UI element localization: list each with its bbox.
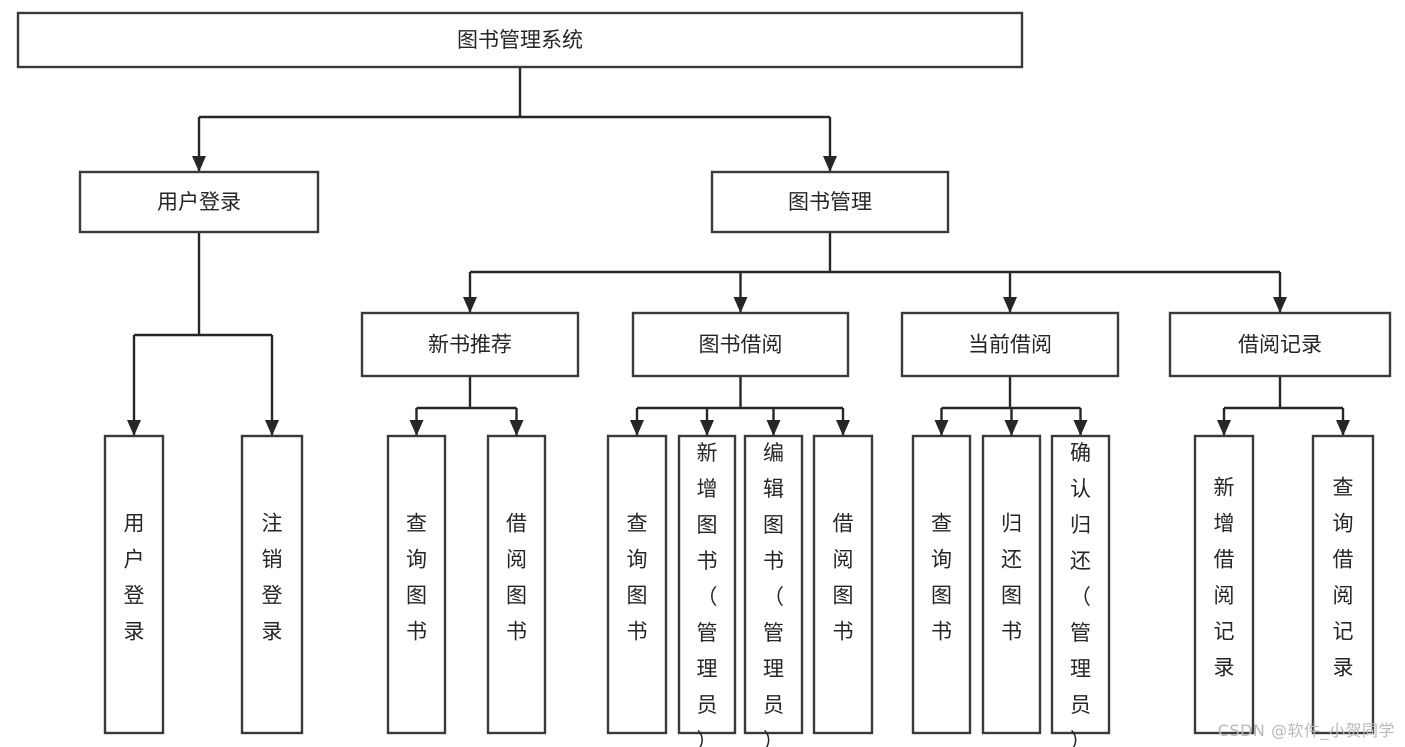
level1-node-1-box[interactable] (710, 170, 950, 234)
leaf-node-0[interactable]: 用户登录 (103, 434, 165, 735)
leaf-node-3[interactable]: 借阅图书 (486, 434, 547, 735)
connector-arrowhead (509, 420, 524, 436)
level2-node-2[interactable]: 当前借阅 (900, 311, 1120, 378)
leaf-node-0-label: 用户登录 (124, 512, 145, 644)
level1-node-1-label: 图书管理 (788, 190, 872, 214)
leaf-node-8[interactable]: 查询图书 (911, 434, 972, 735)
level1-node-0-label: 用户登录 (157, 190, 241, 214)
connector-arrowhead (823, 156, 837, 172)
connector-arrowhead (934, 420, 949, 436)
connector-arrowhead (127, 420, 141, 436)
level2-node-1-box[interactable] (631, 311, 850, 378)
leaf-node-11-label: 新增借阅记录 (1214, 476, 1235, 680)
leaf-node-5[interactable]: 新增图书（管理员） (677, 434, 737, 747)
leaf-node-3-box[interactable] (486, 434, 547, 735)
level2-node-0-box[interactable] (360, 311, 580, 378)
level2-node-3-label: 借阅记录 (1238, 333, 1322, 357)
connector-arrowhead (766, 420, 781, 436)
root-node-box[interactable] (16, 11, 1024, 69)
connector-arrowhead (700, 420, 714, 436)
connector-arrowhead (192, 156, 206, 172)
leaf-node-8-label: 查询图书 (931, 512, 952, 644)
connector-arrowhead (733, 297, 748, 313)
level2-node-2-label: 当前借阅 (968, 333, 1052, 357)
leaf-node-11[interactable]: 新增借阅记录 (1193, 434, 1255, 735)
leaf-node-2-box[interactable] (386, 434, 447, 735)
connector-arrowhead (463, 297, 477, 313)
root-node[interactable]: 图书管理系统 (16, 11, 1024, 69)
leaf-node-9-box[interactable] (981, 434, 1042, 735)
level2-node-1-label: 图书借阅 (699, 333, 783, 357)
leaf-node-1-box[interactable] (240, 434, 304, 735)
leaf-node-6[interactable]: 编辑图书（管理员） (743, 434, 804, 747)
level2-node-0[interactable]: 新书推荐 (360, 311, 580, 378)
connector-arrowhead (1073, 420, 1088, 436)
leaf-node-12[interactable]: 查询借阅记录 (1311, 434, 1375, 735)
leaf-node-12-label: 查询借阅记录 (1333, 476, 1354, 680)
connector-arrowhead (1217, 420, 1231, 436)
leaf-node-10-label: 确认归还（管理员） (1070, 441, 1091, 747)
level2-node-2-box[interactable] (900, 311, 1120, 378)
connector-arrowhead (836, 420, 850, 436)
leaf-node-10-box[interactable] (1050, 434, 1111, 735)
leaf-node-9-label: 归还图书 (1001, 512, 1022, 644)
leaf-node-6-box[interactable] (743, 434, 804, 735)
leaf-node-0-box[interactable] (103, 434, 165, 735)
leaf-node-4[interactable]: 查询图书 (606, 434, 668, 735)
leaf-node-10[interactable]: 确认归还（管理员） (1050, 434, 1111, 747)
connector-arrowhead (1004, 420, 1019, 436)
leaf-node-7-box[interactable] (812, 434, 874, 735)
root-node-label: 图书管理系统 (457, 28, 583, 52)
connector-arrowhead (1336, 420, 1350, 436)
connectors-layer (127, 67, 1350, 436)
leaf-node-1-label: 注销登录 (262, 512, 283, 644)
nodes-layer: 图书管理系统用户登录图书管理新书推荐图书借阅当前借阅借阅记录用户登录注销登录查询… (16, 11, 1392, 747)
leaf-node-4-label: 查询图书 (627, 512, 648, 644)
leaf-node-5-box[interactable] (677, 434, 737, 735)
level2-node-0-label: 新书推荐 (428, 333, 512, 357)
connector-arrowhead (1273, 297, 1287, 313)
connector-arrowhead (265, 420, 279, 436)
leaf-node-3-label: 借阅图书 (506, 512, 527, 644)
leaf-node-1[interactable]: 注销登录 (240, 434, 304, 735)
leaf-node-12-box[interactable] (1311, 434, 1375, 735)
leaf-node-5-label: 新增图书（管理员） (697, 441, 718, 747)
level1-node-0[interactable]: 用户登录 (78, 170, 320, 234)
leaf-node-6-label: 编辑图书（管理员） (763, 441, 784, 747)
level2-node-3-box[interactable] (1168, 311, 1392, 378)
leaf-node-2[interactable]: 查询图书 (386, 434, 447, 735)
leaf-node-7[interactable]: 借阅图书 (812, 434, 874, 735)
connector-arrowhead (630, 420, 644, 436)
leaf-node-4-box[interactable] (606, 434, 668, 735)
leaf-node-8-box[interactable] (911, 434, 972, 735)
level2-node-1[interactable]: 图书借阅 (631, 311, 850, 378)
connector-arrowhead (1003, 297, 1017, 313)
connector-arrowhead (409, 420, 424, 436)
leaf-node-9[interactable]: 归还图书 (981, 434, 1042, 735)
leaf-node-7-label: 借阅图书 (833, 512, 854, 644)
level1-node-0-box[interactable] (78, 170, 320, 234)
level1-node-1[interactable]: 图书管理 (710, 170, 950, 234)
leaf-node-2-label: 查询图书 (406, 512, 427, 644)
csdn-watermark: CSDN @软件_小贺同学 (1217, 721, 1395, 740)
level2-node-3[interactable]: 借阅记录 (1168, 311, 1392, 378)
leaf-node-11-box[interactable] (1193, 434, 1255, 735)
